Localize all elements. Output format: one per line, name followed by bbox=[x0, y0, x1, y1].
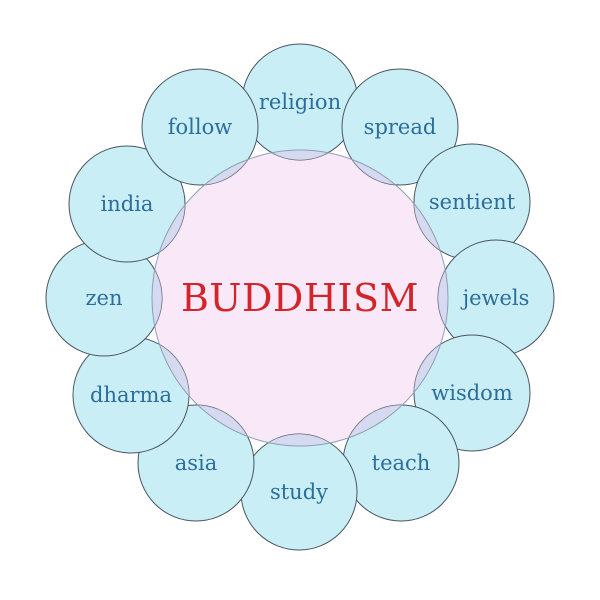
petal-label-religion: religion bbox=[259, 90, 341, 114]
petal-label-wisdom: wisdom bbox=[431, 381, 513, 405]
petal-label-study: study bbox=[270, 480, 328, 504]
petal-label-teach: teach bbox=[372, 451, 431, 475]
petal-label-follow: follow bbox=[168, 115, 232, 139]
petal-circle-spread bbox=[341, 68, 459, 186]
petal-label-zen: zen bbox=[85, 286, 122, 310]
center-circle-outline bbox=[151, 149, 449, 447]
petal-label-jewels: jewels bbox=[460, 286, 530, 310]
center-label: BUDDHISM bbox=[181, 276, 419, 320]
petal-label-spread: spread bbox=[364, 115, 437, 139]
petal-labels: religion spread sentient jewels wisdom t… bbox=[85, 90, 529, 504]
petal-circle-follow bbox=[141, 68, 259, 186]
petal-label-dharma: dharma bbox=[90, 383, 172, 407]
petal-label-india: india bbox=[101, 192, 154, 216]
petal-label-asia: asia bbox=[175, 451, 218, 475]
petal-circles bbox=[45, 43, 555, 551]
center-circle bbox=[152, 150, 448, 446]
petal-circle-india bbox=[68, 145, 186, 263]
petal-label-sentient: sentient bbox=[429, 190, 516, 214]
